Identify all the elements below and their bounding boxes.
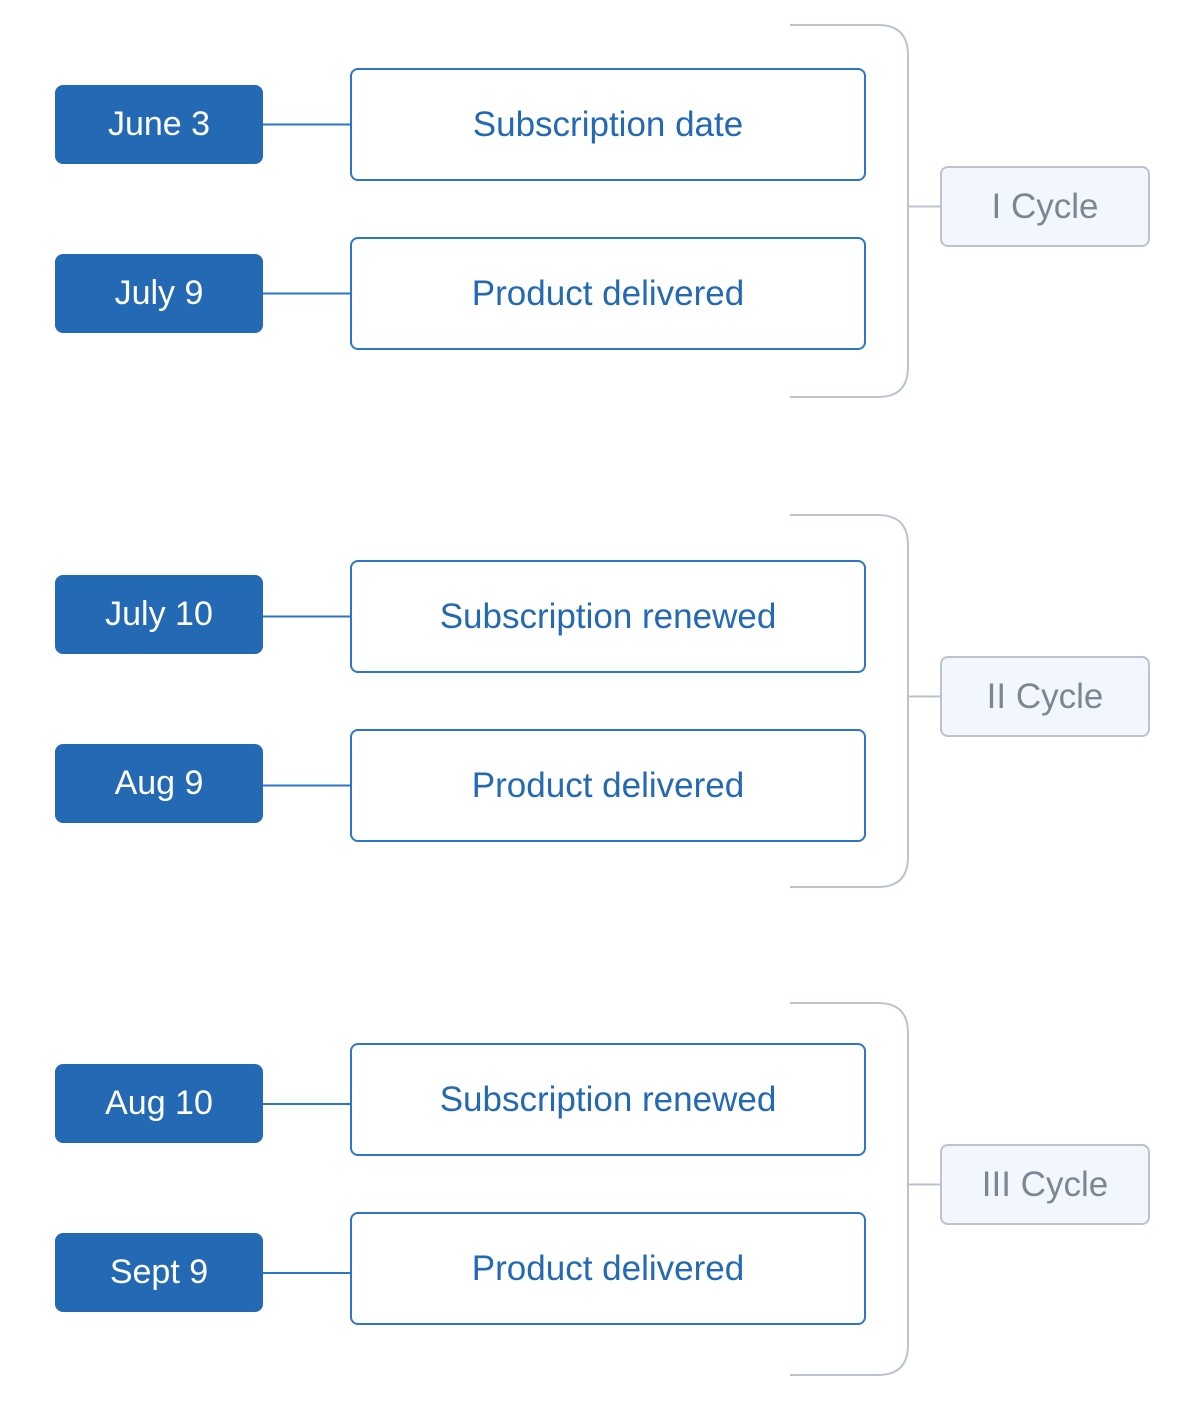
event-box: Subscription renewed xyxy=(350,560,866,673)
cycle-bracket xyxy=(790,1002,909,1376)
cycle-label: II Cycle xyxy=(940,656,1150,737)
cycle-bracket xyxy=(790,514,909,888)
date-box: July 9 xyxy=(55,254,263,333)
event-box: Subscription date xyxy=(350,68,866,181)
date-box: Aug 9 xyxy=(55,744,263,823)
date-box: Sept 9 xyxy=(55,1233,263,1312)
date-box: Aug 10 xyxy=(55,1064,263,1143)
event-box: Product delivered xyxy=(350,237,866,350)
cycle-bracket xyxy=(790,24,909,398)
event-box: Subscription renewed xyxy=(350,1043,866,1156)
event-box: Product delivered xyxy=(350,1212,866,1325)
cycle-label: III Cycle xyxy=(940,1144,1150,1225)
date-box: June 3 xyxy=(55,85,263,164)
date-box: July 10 xyxy=(55,575,263,654)
cycle-label: I Cycle xyxy=(940,166,1150,247)
event-box: Product delivered xyxy=(350,729,866,842)
